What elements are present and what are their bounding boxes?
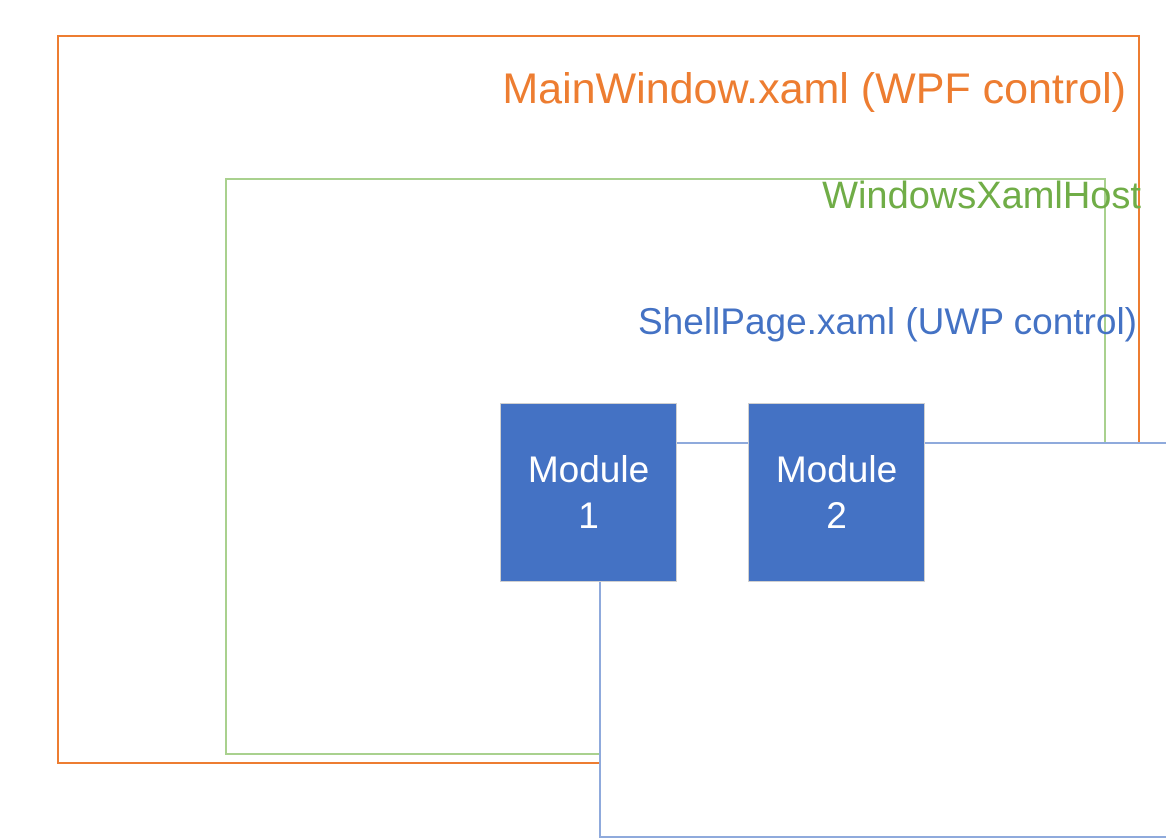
module-box-1-name: Module	[527, 449, 650, 491]
module-box-1-number: 1	[578, 494, 599, 536]
wpf-main-window-label: MainWindow.xaml (WPF control)	[502, 65, 1126, 113]
wpf-main-window-container	[57, 35, 1166, 838]
module-box-1: Module 1	[500, 403, 677, 582]
module-box-2-number: 2	[826, 494, 847, 536]
shell-page-label: ShellPage.xaml (UWP control)	[638, 301, 1137, 342]
module-box-2: Module 2	[748, 403, 925, 582]
module-box-2-name: Module	[775, 449, 898, 491]
windows-xaml-host-label: WindowsXamlHost	[822, 175, 1141, 217]
diagram-canvas: MainWindow.xaml (WPF control) WindowsXam…	[57, 35, 1166, 838]
